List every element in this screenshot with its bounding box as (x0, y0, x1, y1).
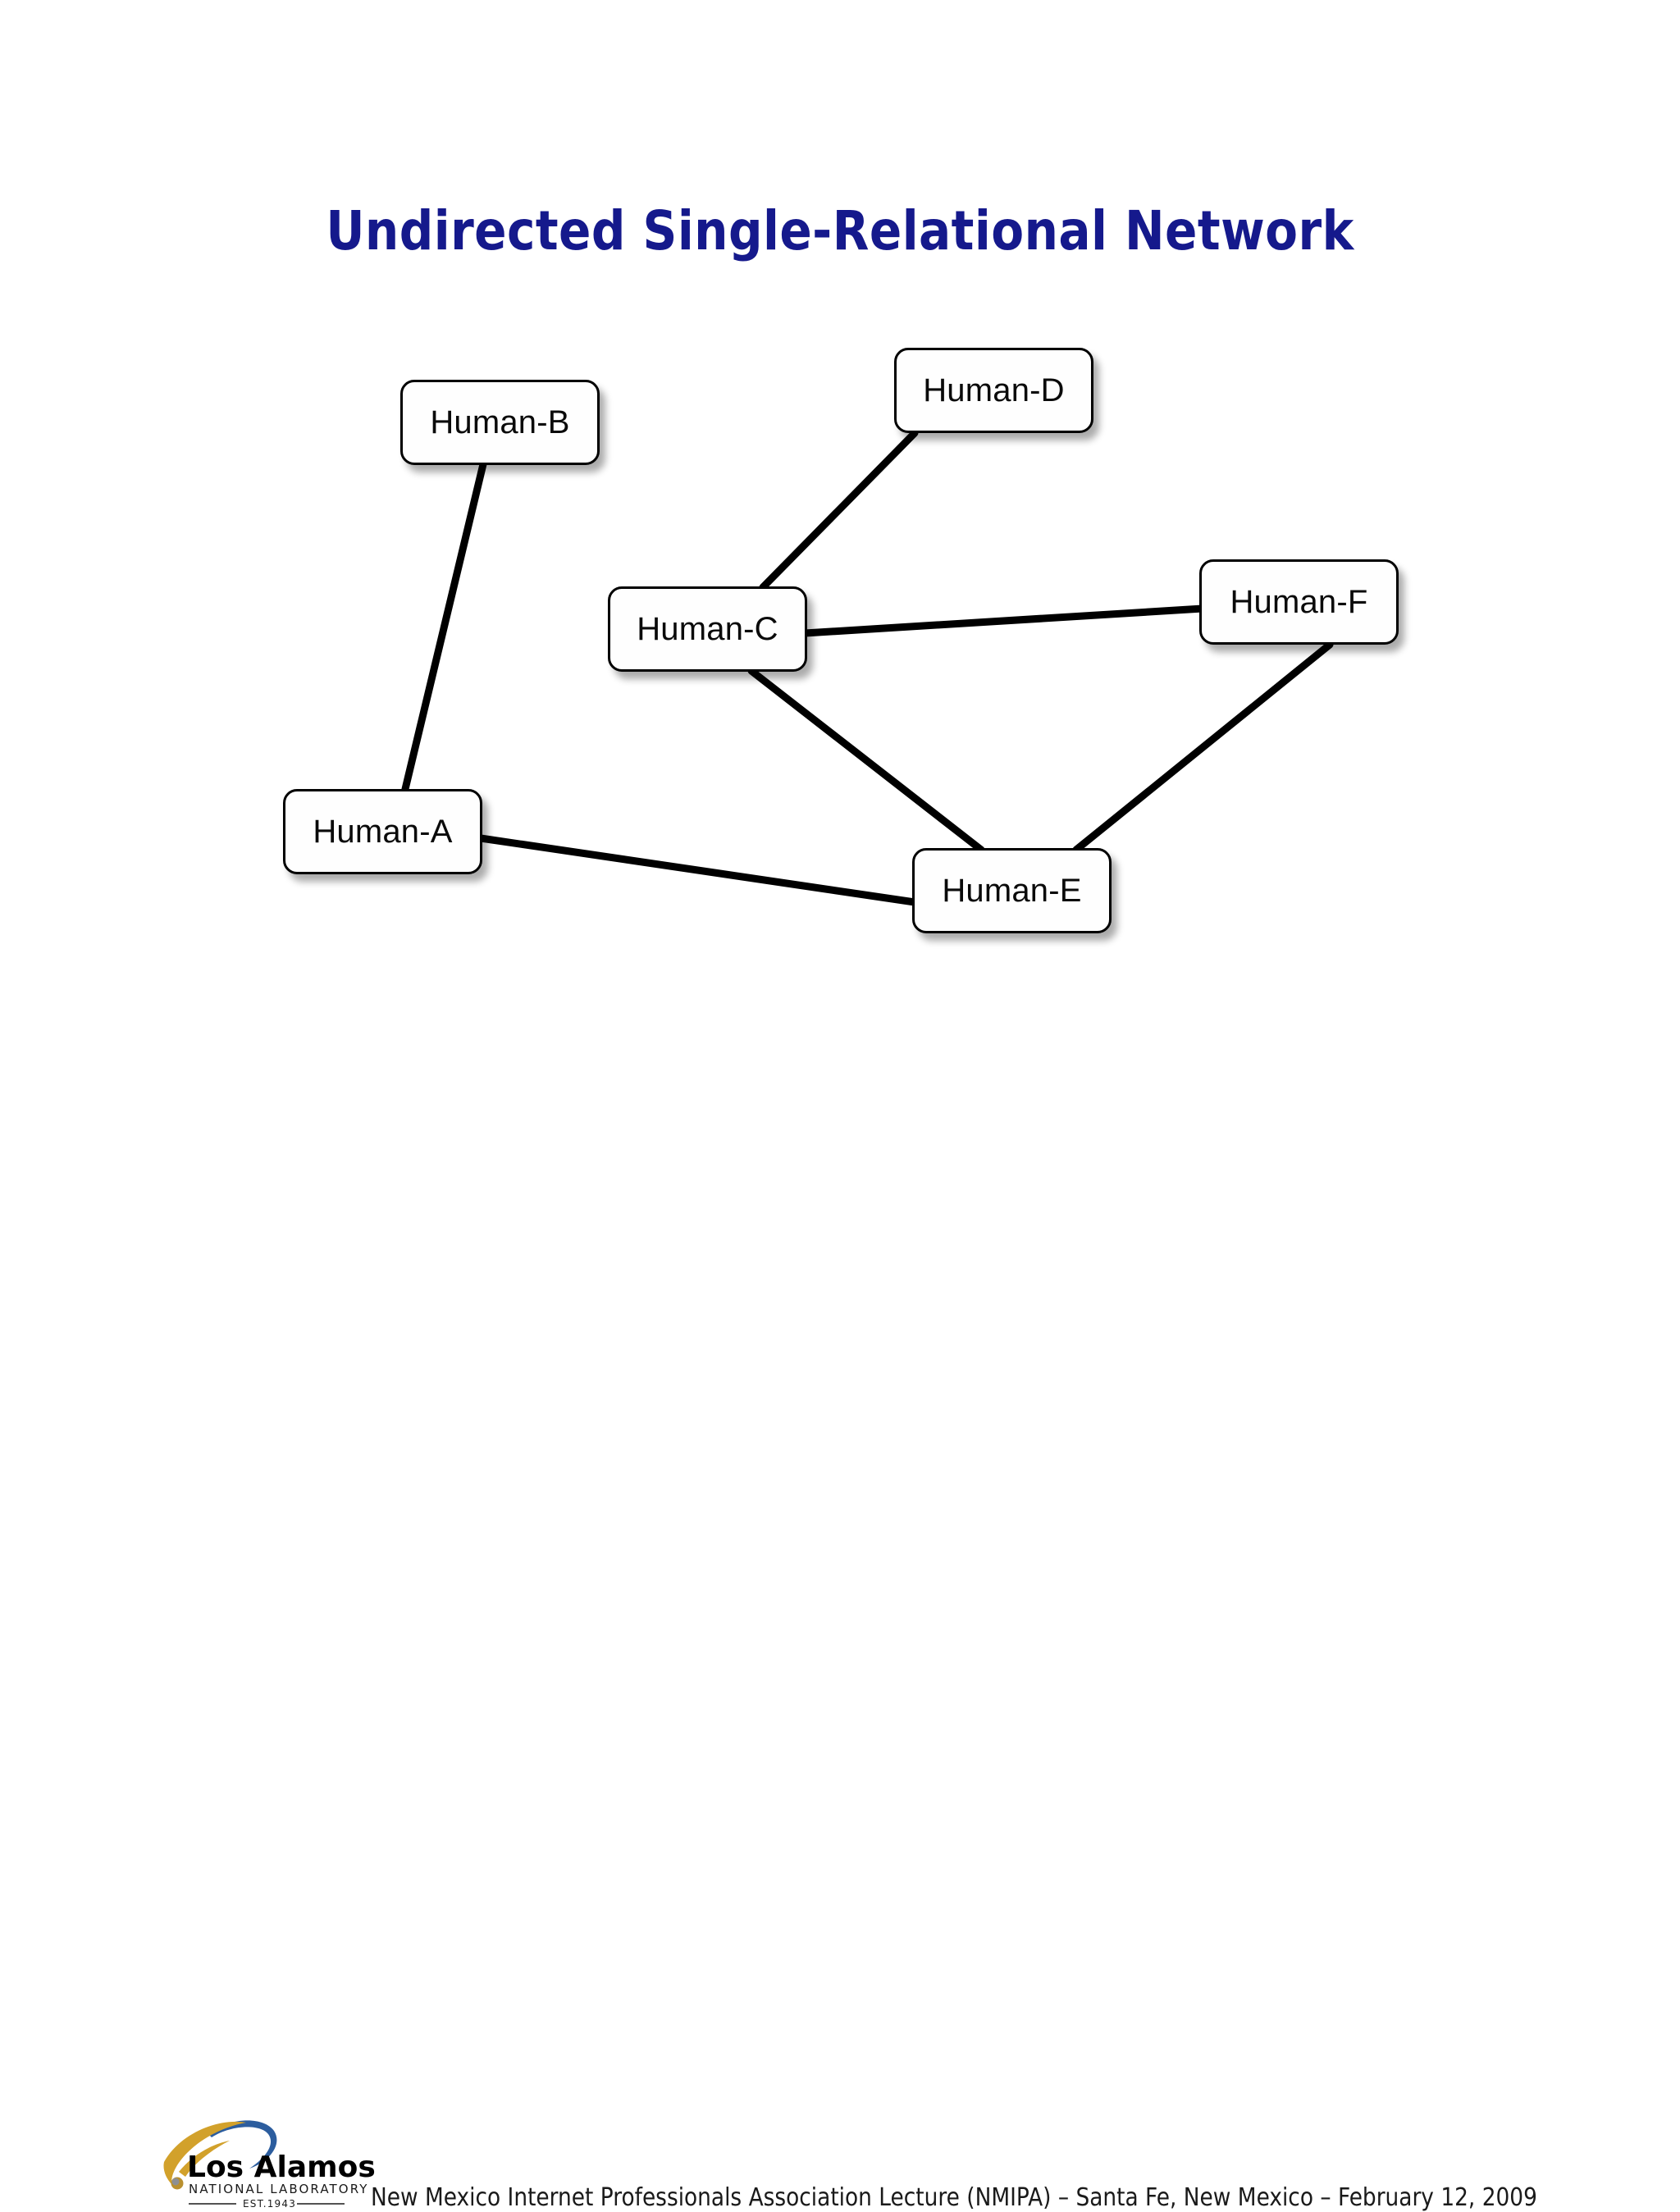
node-human-a[interactable]: Human-A (283, 789, 482, 874)
node-label: Human-A (313, 814, 453, 850)
network-diagram: Human-A Human-B Human-C Human-D Human-E … (283, 348, 1399, 933)
logo-subtitle: NATIONAL LABORATORY (189, 2182, 369, 2196)
los-alamos-logo: Los Alamos NATIONAL LABORATORY EST.1943 (163, 2120, 376, 2210)
node-human-f[interactable]: Human-F (1199, 559, 1399, 645)
node-human-d[interactable]: Human-D (894, 348, 1093, 433)
node-human-c[interactable]: Human-C (608, 586, 807, 672)
node-label: Human-E (942, 873, 1082, 909)
node-label: Human-F (1230, 584, 1368, 620)
node-human-e[interactable]: Human-E (912, 848, 1112, 933)
node-human-b[interactable]: Human-B (400, 380, 600, 465)
edge-human-c-human-e (747, 667, 985, 854)
logo-wordmark: Los Alamos (187, 2150, 376, 2184)
footer-caption: New Mexico Internet Professionals Associ… (371, 2183, 1537, 2212)
logo-established: EST.1943 (243, 2198, 296, 2210)
node-label: Human-D (923, 372, 1065, 408)
node-label: Human-B (430, 404, 570, 440)
edge-human-b-human-a (401, 460, 487, 793)
edge-human-f-human-e (1072, 641, 1334, 854)
edge-human-a-human-e (477, 834, 919, 906)
edge-layer (401, 429, 1334, 906)
page-title: Undirected Single-Relational Network (326, 199, 1354, 262)
slide-footer: Los Alamos NATIONAL LABORATORY EST.1943 … (0, 1058, 1680, 2212)
node-label: Human-C (637, 611, 778, 647)
edge-human-d-human-c (759, 429, 919, 591)
edge-human-c-human-f (801, 604, 1207, 637)
